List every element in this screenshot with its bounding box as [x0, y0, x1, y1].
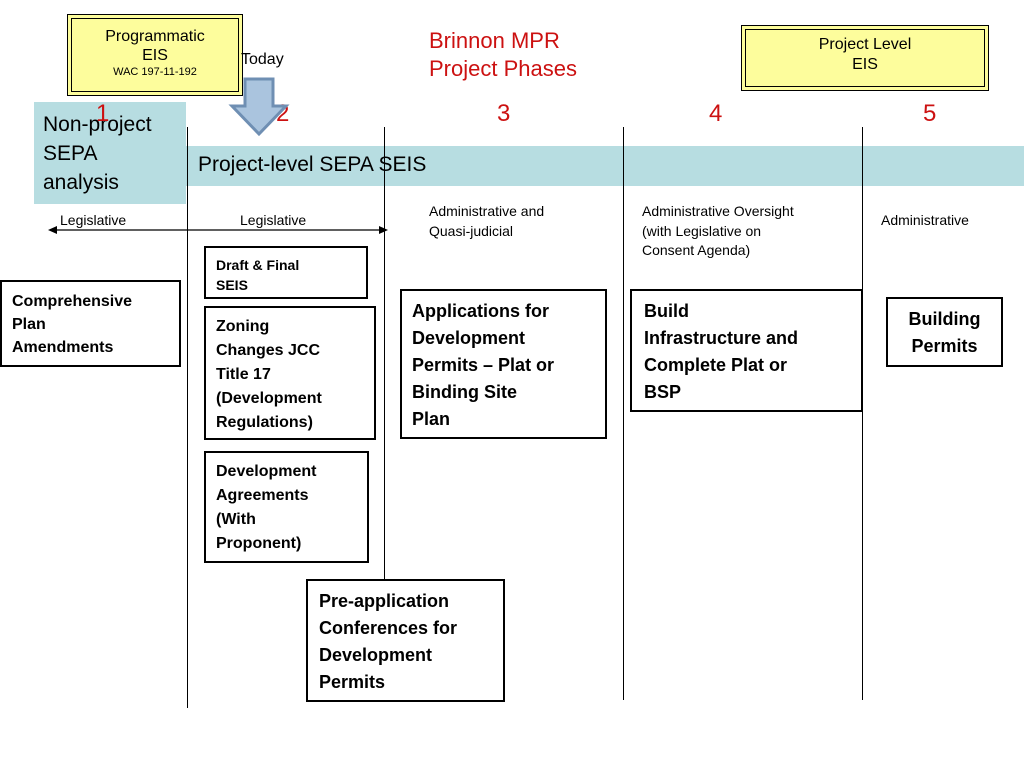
comp-plan-line-3: Amendments [12, 339, 114, 356]
pre-app-line-1: Pre-application [319, 591, 450, 611]
phase-number-3: 3 [497, 100, 511, 127]
programmatic-eis-label: EIS [142, 47, 168, 64]
applications-line-3: Permits – Plat or [412, 355, 555, 375]
draft-final-seis-box: Draft & Final SEIS [204, 246, 368, 299]
draft-final-line-2: SEIS [216, 277, 248, 293]
build-infrastructure-box: Build Infrastructure and Complete Plat o… [630, 289, 863, 412]
zoning-line-2: Changes JCC [216, 342, 321, 359]
project-level-eis-label: EIS [852, 56, 878, 73]
divider-phase-1-2 [187, 127, 188, 708]
phase-number-1: 1 [96, 100, 110, 127]
title-line-1: Brinnon MPR [429, 28, 560, 53]
today-down-arrow [228, 77, 290, 137]
project-level-seis-band: Project-level SEPA SEIS [186, 146, 1024, 186]
non-project-line-3: analysis [43, 171, 119, 194]
zoning-line-1: Zoning [216, 318, 270, 335]
build-infra-line-4: BSP [644, 382, 682, 402]
page-title: Brinnon MPR Project Phases [429, 27, 577, 83]
dev-agreements-line-3: (With [216, 511, 256, 528]
wac-reference: WAC 197-11-192 [113, 66, 197, 78]
applications-line-2: Development [412, 328, 526, 348]
divider-phase-3-4 [623, 127, 624, 700]
zoning-line-3: Title 17 [216, 366, 271, 383]
category-legislative-2: Legislative [240, 212, 307, 228]
title-line-2: Project Phases [429, 56, 577, 81]
dev-agreements-line-4: Proponent) [216, 535, 302, 552]
programmatic-label: Programmatic [105, 28, 205, 45]
applications-line-4: Binding Site [412, 382, 517, 402]
applications-line-1: Applications for [412, 301, 550, 321]
applications-box: Applications for Development Permits – P… [400, 289, 607, 439]
build-infra-line-3: Complete Plat or [644, 355, 788, 375]
category-legislative-1: Legislative [60, 212, 127, 228]
legislative-span-arrow [48, 226, 388, 234]
build-infra-line-2: Infrastructure and [644, 328, 799, 348]
building-permits-line-2: Permits [911, 336, 978, 356]
zoning-changes-box: Zoning Changes JCC Title 17 (Development… [204, 306, 376, 440]
category-4-line-2: (with Legislative on [642, 222, 762, 239]
category-administrative-quasi-judicial: Administrative and Quasi-judicial [429, 202, 544, 241]
category-3-line-2: Quasi-judicial [429, 222, 514, 239]
divider-phase-2-3 [384, 127, 385, 580]
project-level-eis-box: Project Level EIS [741, 25, 989, 91]
category-4-line-3: Consent Agenda) [642, 242, 751, 259]
project-level-seis-label: Project-level SEPA SEIS [198, 153, 427, 176]
category-administrative: Administrative [881, 212, 969, 228]
applications-line-5: Plan [412, 409, 451, 429]
pre-app-line-4: Permits [319, 672, 386, 692]
comp-plan-line-1: Comprehensive [12, 293, 133, 310]
building-permits-line-1: Building [908, 309, 981, 329]
non-project-line-2: SEPA [43, 142, 98, 165]
draft-final-line-1: Draft & Final [216, 257, 300, 273]
phase-number-5: 5 [923, 100, 937, 127]
divider-phase-4-5 [862, 127, 863, 700]
programmatic-eis-box: Programmatic EIS WAC 197-11-192 [67, 14, 243, 96]
building-permits-box: Building Permits [886, 297, 1003, 367]
pre-app-line-2: Conferences for [319, 618, 458, 638]
pre-application-box: Pre-application Conferences for Developm… [306, 579, 505, 702]
project-level-label: Project Level [818, 36, 912, 53]
zoning-line-5: Regulations) [216, 414, 313, 431]
non-project-line-1: Non-project [43, 113, 152, 136]
zoning-line-4: (Development [216, 390, 322, 407]
development-agreements-box: Development Agreements (With Proponent) [204, 451, 369, 563]
dev-agreements-line-1: Development [216, 463, 317, 480]
today-label: Today [241, 51, 284, 68]
comprehensive-plan-box: Comprehensive Plan Amendments [0, 280, 181, 367]
pre-app-line-3: Development [319, 645, 433, 665]
category-3-line-1: Administrative and [429, 203, 545, 219]
build-infra-line-1: Build [644, 301, 689, 321]
category-4-line-1: Administrative Oversight [642, 203, 794, 219]
comp-plan-line-2: Plan [12, 316, 46, 333]
phase-number-4: 4 [709, 100, 723, 127]
category-administrative-oversight: Administrative Oversight (with Legislati… [642, 202, 794, 261]
non-project-sepa-band: Non-project SEPA analysis [34, 102, 186, 204]
dev-agreements-line-2: Agreements [216, 487, 309, 504]
